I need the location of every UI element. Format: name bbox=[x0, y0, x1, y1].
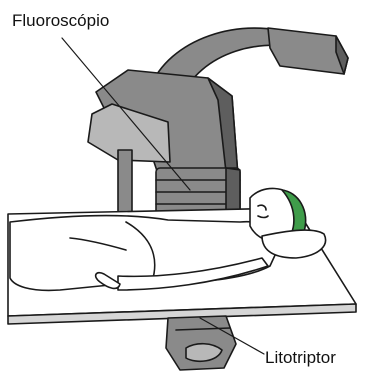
label-lithotripter: Litotriptor bbox=[265, 349, 336, 366]
stand-post-left bbox=[118, 150, 132, 212]
label-fluoroscope: Fluoroscópio bbox=[12, 12, 109, 29]
